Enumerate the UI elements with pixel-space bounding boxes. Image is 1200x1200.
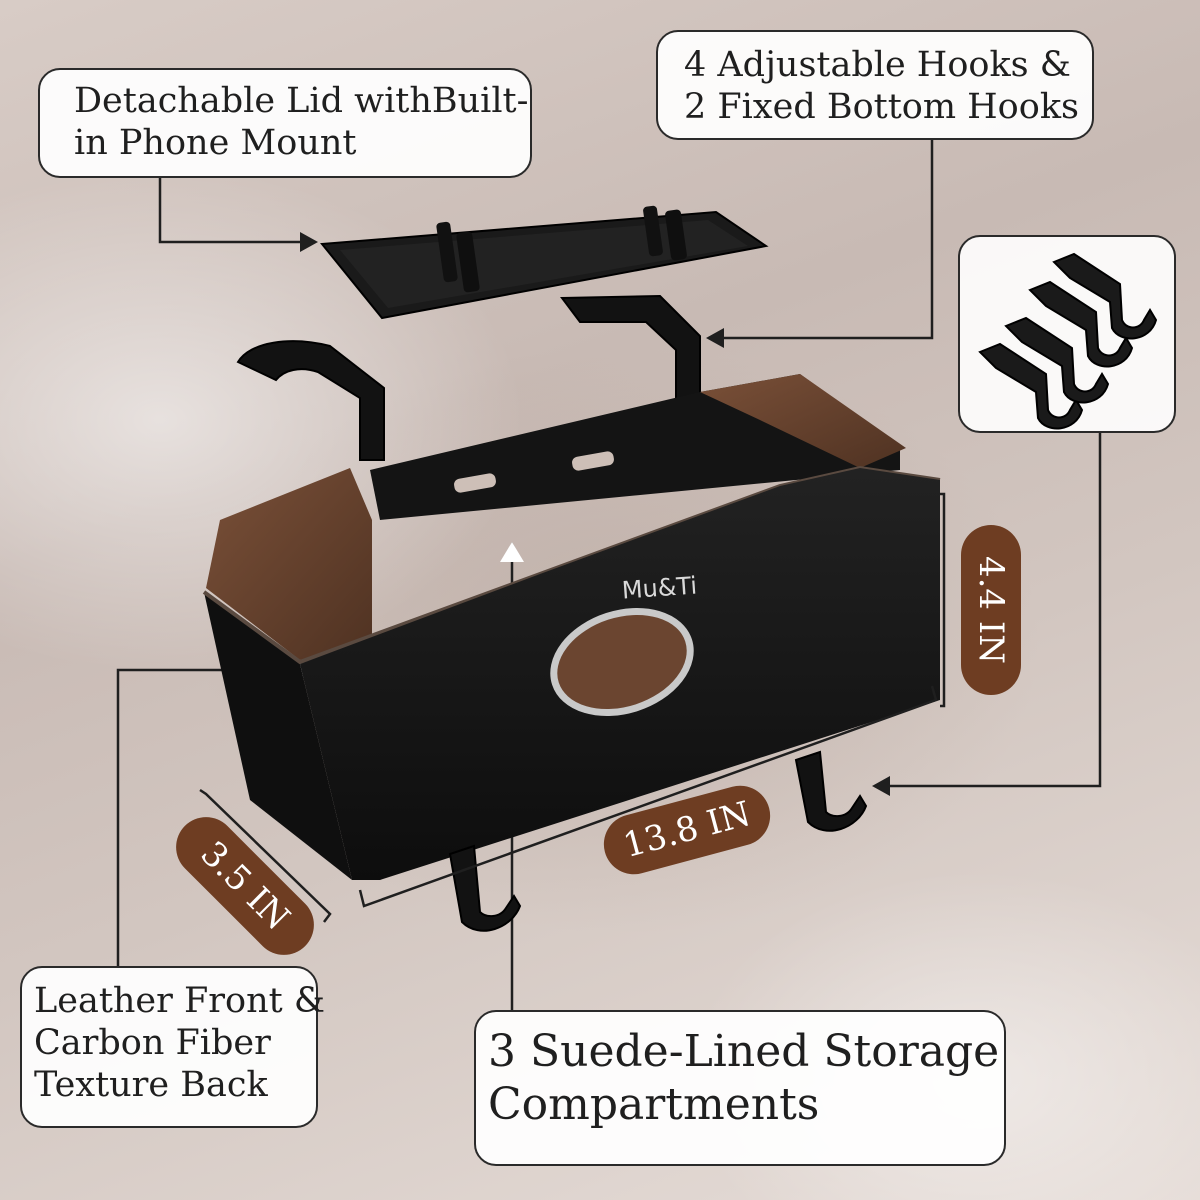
leather-callout-line-3: Texture Back xyxy=(34,1065,268,1105)
storage-callout-line-1: 3 Suede-Lined Storage xyxy=(488,1026,1000,1077)
storage-callout: 3 Suede-Lined Storage Compartments xyxy=(474,1010,1006,1166)
lid-callout: Detachable Lid withBuilt- in Phone Mount xyxy=(38,68,532,178)
height-dimension-badge: 4.4 IN xyxy=(961,525,1021,695)
lid-callout-line-2: in Phone Mount xyxy=(74,123,357,163)
spare-hooks-panel xyxy=(958,235,1176,433)
leather-callout: Leather Front & Carbon Fiber Texture Bac… xyxy=(20,966,325,1128)
organizer-box xyxy=(202,374,941,880)
storage-callout-line-2: Compartments xyxy=(488,1078,820,1130)
brand-logo: Mu&Ti xyxy=(621,571,698,604)
bottom-hooks xyxy=(448,750,868,932)
hooks-callout-line-2: 2 Fixed Bottom Hooks xyxy=(684,87,1079,127)
lid-arrow xyxy=(300,232,318,252)
lid-pointer-line xyxy=(158,178,306,244)
leather-callout-line-1: Leather Front & xyxy=(34,981,325,1021)
detachable-lid xyxy=(320,205,769,320)
dimension-lines xyxy=(199,492,946,923)
hooks-callout-line-1: 4 Adjustable Hooks & xyxy=(684,45,1071,85)
bottom-hooks-pointer-line xyxy=(884,432,1102,788)
hooks-arrow xyxy=(706,328,724,348)
hooks-callout: 4 Adjustable Hooks & 2 Fixed Bottom Hook… xyxy=(656,30,1094,140)
bottom-hooks-arrow xyxy=(872,776,890,796)
leather-callout-line-2: Carbon Fiber xyxy=(34,1023,271,1063)
lid-callout-line-1: Detachable Lid withBuilt- xyxy=(74,81,529,121)
hooks-pointer-line xyxy=(718,140,934,340)
